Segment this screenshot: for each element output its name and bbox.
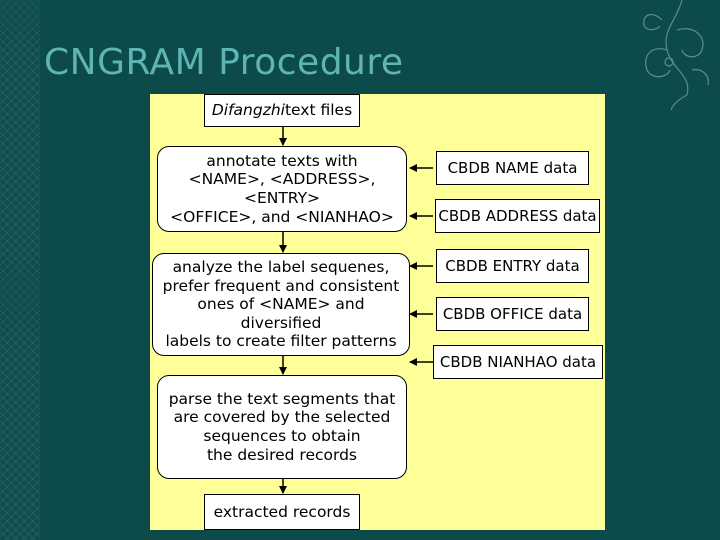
source-cbdb-entry-data: CBDB ENTRY data — [436, 249, 589, 283]
step-annotate-texts: annotate texts with <NAME>, <ADDRESS>, <… — [157, 146, 407, 232]
source-cbdb-nianhao-data: CBDB NIANHAO data — [433, 345, 603, 379]
source-cbdb-address-data: CBDB ADDRESS data — [435, 199, 600, 233]
floral-ornament-icon — [643, 0, 709, 110]
step-analyze-label-sequences: analyze the label sequenes, prefer frequ… — [152, 253, 410, 356]
start-node-text-files: Difangzhi text files — [204, 94, 360, 127]
slide-title: CNGRAM Procedure — [44, 42, 404, 83]
start-node-italic: Difangzhi — [211, 101, 285, 120]
end-node-extracted-records: extracted records — [204, 494, 360, 530]
source-cbdb-office-data: CBDB OFFICE data — [436, 297, 589, 331]
source-cbdb-name-data: CBDB NAME data — [436, 151, 589, 185]
start-node-rest: text files — [284, 101, 353, 120]
step-parse-text-segments: parse the text segments that are covered… — [157, 375, 407, 479]
decorative-pattern-strip — [0, 0, 40, 540]
flowchart-arrows — [279, 127, 433, 494]
flowchart-panel: Difangzhi text files annotate texts with… — [150, 94, 605, 530]
